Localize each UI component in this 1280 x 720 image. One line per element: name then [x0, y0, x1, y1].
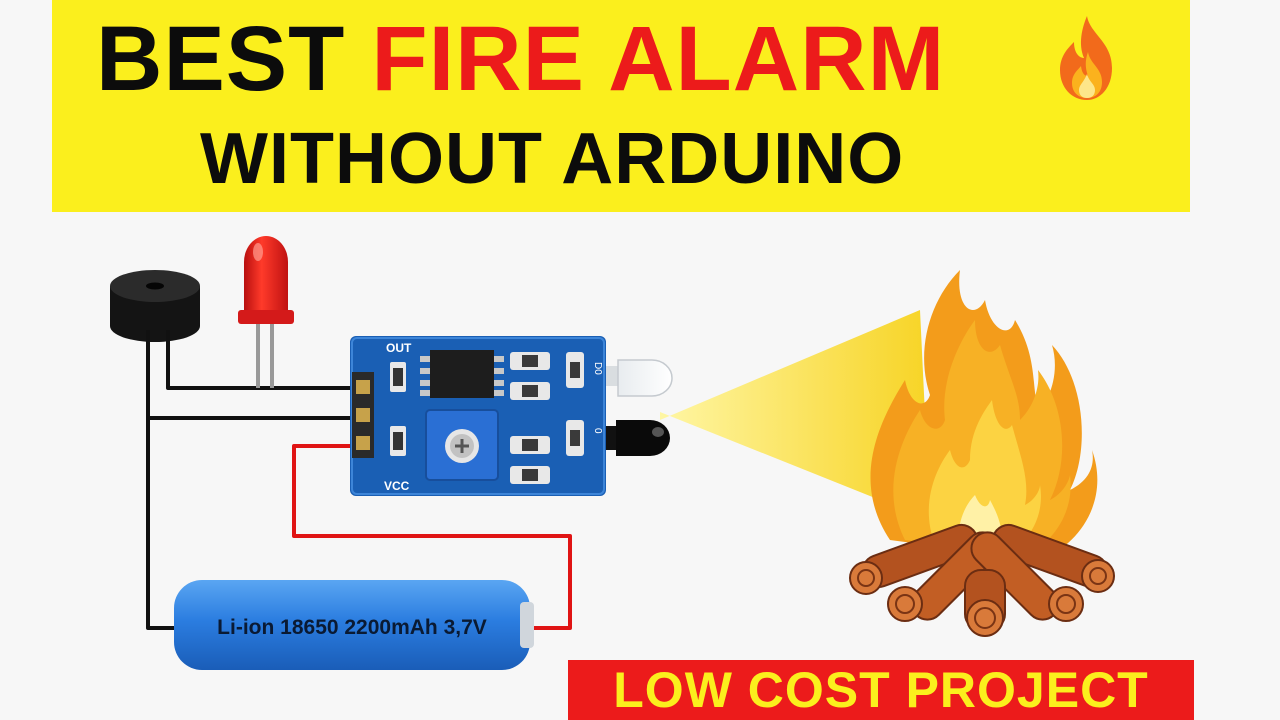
battery-icon: Li-ion 18650 2200mAh 3,7V [174, 580, 534, 670]
red-wires [292, 444, 572, 630]
svg-text:0: 0 [592, 428, 603, 434]
buzzer-icon [110, 270, 200, 345]
ir-led-icon [606, 359, 673, 397]
title-line-2: WITHOUT ARDUINO [200, 119, 905, 199]
title-banner [52, 0, 1190, 212]
campfire-icon [849, 270, 1115, 637]
title-word-best: BEST [96, 8, 346, 110]
flame-sensor-icon [606, 420, 670, 456]
footer-label: LOW COST PROJECT [613, 662, 1149, 718]
light-beam [660, 310, 930, 520]
footer-banner: LOW COST PROJECT [568, 660, 1194, 720]
title-word-fire-alarm: FIRE ALARM [371, 8, 946, 110]
led-icon [238, 236, 294, 324]
module-vcc-label: VCC [384, 479, 410, 493]
svg-text:D0: D0 [592, 362, 603, 375]
title-line-1: BEST FIRE ALARM [96, 4, 945, 114]
led-legs [256, 320, 274, 388]
fire-emoji-icon [1060, 16, 1112, 100]
module-out-label: OUT [386, 341, 412, 355]
flame-sensor-module: D0 0 OUT VCC [350, 336, 606, 496]
battery-label: Li-ion 18650 2200mAh 3,7V [217, 616, 487, 639]
